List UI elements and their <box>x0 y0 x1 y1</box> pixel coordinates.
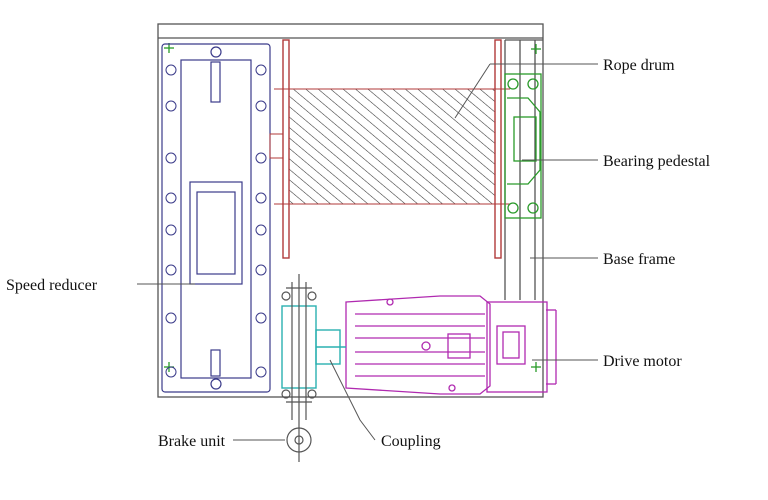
label-bearing-pedestal: Bearing pedestal <box>603 153 711 170</box>
base-frame <box>157 23 544 398</box>
brake-unit <box>281 274 317 462</box>
label-brake-unit: Brake unit <box>158 433 226 450</box>
drive-motor <box>345 295 557 395</box>
leader-lines <box>137 63 598 441</box>
label-speed-reducer: Speed reducer <box>6 277 98 294</box>
label-rope-drum: Rope drum <box>603 57 675 74</box>
bearing-pedestal <box>504 73 542 219</box>
rope-drum <box>269 39 510 259</box>
label-coupling: Coupling <box>381 433 441 450</box>
speed-reducer <box>161 43 271 393</box>
label-base-frame: Base frame <box>603 251 675 268</box>
reducer-bolt-icon <box>165 64 267 378</box>
label-drive-motor: Drive motor <box>603 353 682 370</box>
